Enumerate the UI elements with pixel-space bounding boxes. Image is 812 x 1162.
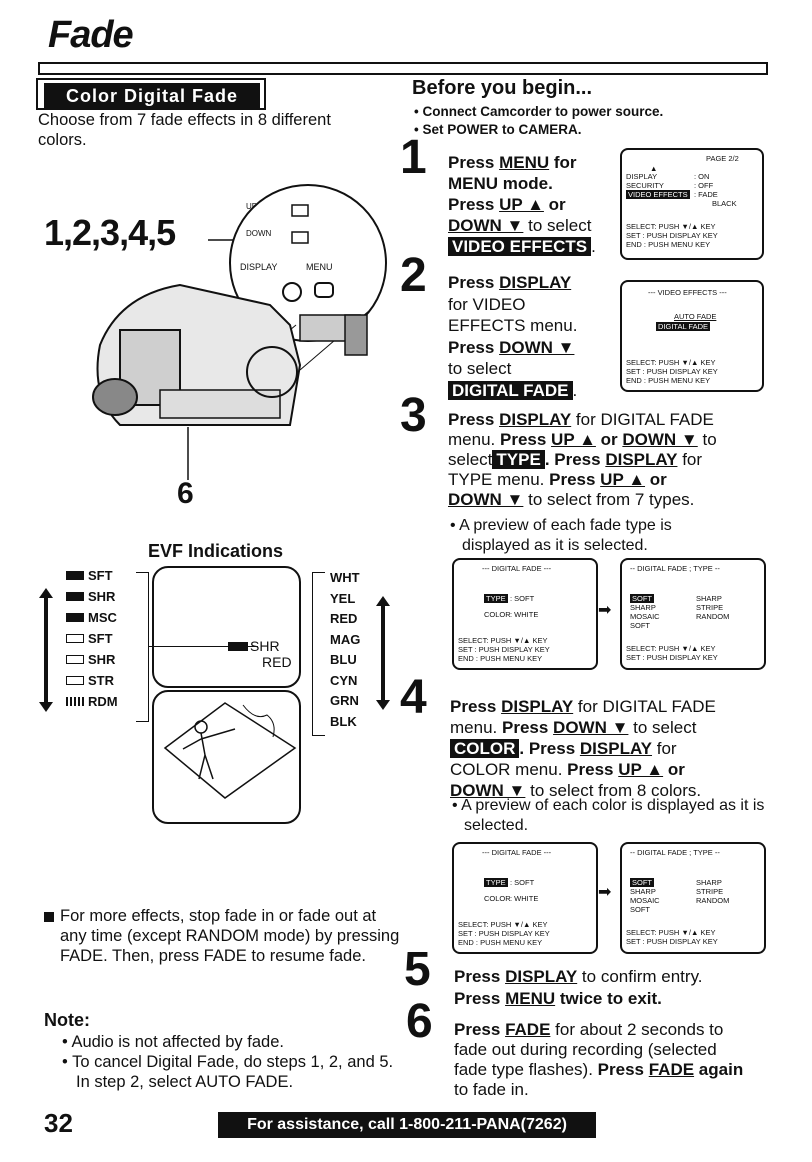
step-number: 4: [400, 671, 427, 724]
step5-text: Press DISPLAY to confirm entry. Press ME…: [454, 967, 703, 1008]
step-number: 6: [406, 995, 433, 1048]
evf-indicator-color: RED: [262, 654, 292, 670]
evf-color-item: RED: [330, 611, 358, 626]
evf-preview-frame: [152, 690, 301, 824]
steps-label: 1,2,3,4,5: [44, 212, 176, 253]
before-heading: Before you begin...: [412, 77, 593, 99]
evf-types-arrow: [44, 594, 48, 706]
evf-viewfinder: [152, 566, 301, 688]
evf-color-item: WHT: [330, 570, 360, 585]
evf-color-item: BLU: [330, 652, 357, 667]
evf-color-item: MAG: [330, 631, 361, 647]
evf-color-item: BLK: [330, 713, 357, 729]
menu-button-label: MENU: [306, 262, 333, 272]
step3-text: Press DISPLAY for DIGITAL FADE menu. Pre…: [448, 410, 717, 509]
digital-fade-screen: --- DIGITAL FADE --- TYPE: SOFT COLOR: W…: [452, 842, 598, 954]
evf-indicator-type: SHR: [228, 638, 280, 654]
arrow-down-icon: [39, 702, 53, 712]
note-list: • Audio is not affected by fade. • To ca…: [62, 1032, 402, 1092]
arrow-right-icon: ➡: [598, 884, 612, 901]
fade-icon: [66, 634, 84, 643]
evf-colors-bracket: [312, 572, 325, 736]
step-number: 1: [400, 131, 427, 184]
step2-text: Press DISPLAY for VIDEO EFFECTS menu. Pr…: [448, 273, 578, 400]
evf-color-item: GRN: [330, 693, 359, 708]
evf-type-item: MSC: [66, 610, 136, 631]
section-heading-box: Color Digital Fade: [36, 78, 266, 110]
video-effects-screen: --- VIDEO EFFECTS --- AUTO FADE DIGITAL …: [620, 280, 764, 392]
page-number: 32: [44, 1108, 73, 1138]
step6-text: Press FADE for about 2 seconds to fade o…: [454, 1020, 744, 1099]
note-item: • Audio is not affected by fade.: [62, 1033, 284, 1051]
up-button-label: UP: [246, 202, 258, 211]
step-number: 3: [400, 389, 427, 442]
fade-icon: [228, 642, 248, 651]
evf-colors-arrow: [381, 604, 385, 704]
evf-type-list: SFT SHR MSC SFT SHR STR RDM: [66, 568, 136, 715]
page-title: Fade: [48, 14, 134, 56]
before-list: • Connect Camcorder to power source. • S…: [414, 103, 663, 139]
evf-color-item: CYN: [330, 672, 358, 688]
evf-type-item: SFT: [66, 568, 136, 589]
camcorder-illustration: [92, 184, 387, 480]
evf-type-item: SHR: [66, 589, 136, 610]
evf-type-item: SFT: [66, 631, 136, 652]
step-number: 5: [404, 943, 431, 996]
evf-heading: EVF Indications: [148, 541, 284, 561]
arrow-up-icon: [376, 596, 390, 606]
before-item: • Connect Camcorder to power source.: [414, 104, 664, 119]
fade-icon: [66, 571, 84, 580]
step3-bullet: • A preview of each fade type is display…: [450, 517, 672, 554]
evf-type-item: STR: [66, 673, 136, 694]
fade-type-screen: -- DIGITAL FADE ; TYPE -- SOFT SHARP MOS…: [620, 842, 766, 954]
evf-color-list: WHT YEL RED MAG BLU CYN GRN BLK: [330, 570, 380, 734]
step4-bullet: • A preview of each color is displayed a…: [452, 797, 765, 834]
assistance-footer: For assistance, call 1-800-211-PANA(7262…: [218, 1112, 596, 1138]
section-heading: Color Digital Fade: [44, 83, 260, 109]
arrow-up-icon: [39, 588, 53, 598]
intro-text: Choose from 7 fade effects in 8 differen…: [38, 111, 331, 149]
bullet-icon: [44, 912, 54, 922]
step1-text: Press MENU for MENU mode. Press UP ▲ or …: [448, 153, 596, 256]
before-item: • Set POWER to CAMERA.: [414, 122, 582, 137]
evf-type-item: SHR: [66, 652, 136, 673]
down-button-label: DOWN: [246, 229, 272, 238]
menu-screen: PAGE 2/2 ▲ DISPLAY: ON SECURITY: OFF VID…: [620, 148, 764, 260]
evf-type-item: RDM: [66, 694, 136, 715]
fade-icon: [66, 613, 84, 622]
fade-icon: [66, 676, 84, 685]
step6-label: 6: [177, 477, 194, 510]
evf-indicator-line: [148, 646, 258, 647]
title-rule: [38, 62, 768, 75]
digital-fade-screen: --- DIGITAL FADE --- TYPE: SOFT COLOR: W…: [452, 558, 598, 670]
arrow-right-icon: ➡: [598, 602, 612, 619]
note-heading: Note:: [44, 1010, 90, 1030]
golfer-illustration: [163, 702, 297, 799]
triangle-up-icon: ▲: [650, 164, 658, 173]
fade-icon: [66, 592, 84, 601]
evf-color-item: YEL: [330, 590, 356, 606]
display-button-label: DISPLAY: [240, 262, 278, 272]
step4-text: Press DISPLAY for DIGITAL FADE menu. Pre…: [450, 697, 716, 800]
evf-types-bracket: [136, 572, 149, 722]
more-effects-text: For more effects, stop fade in or fade o…: [60, 907, 400, 965]
step-number: 2: [400, 249, 427, 302]
fade-icon: [66, 697, 84, 706]
note-item: • To cancel Digital Fade, do steps 1, 2,…: [62, 1053, 394, 1091]
fade-type-screen: -- DIGITAL FADE ; TYPE -- SOFT SHARP MOS…: [620, 558, 766, 670]
fade-icon: [66, 655, 84, 664]
arrow-down-icon: [376, 700, 390, 710]
